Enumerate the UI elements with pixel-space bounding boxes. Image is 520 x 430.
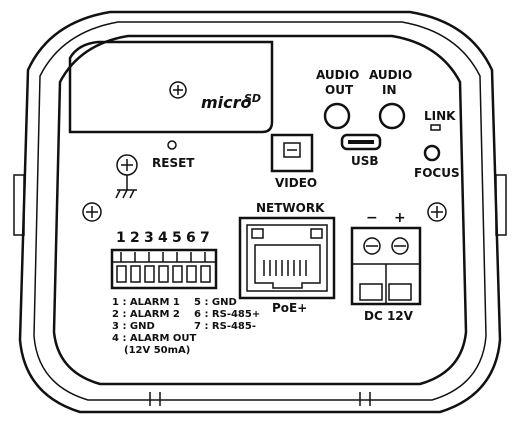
dc-minus-label: − — [366, 210, 378, 226]
alarm-terminal-slots — [112, 252, 216, 283]
link-led — [430, 124, 441, 131]
audio-in-label-line2: IN — [382, 83, 397, 97]
poe-label: PoE+ — [272, 301, 307, 315]
bottom-ribs — [149, 392, 371, 406]
network-led-right — [310, 228, 323, 239]
video-port[interactable] — [270, 133, 314, 173]
pin-numbers: 1 2 3 4 5 6 7 — [116, 230, 210, 246]
pin-number: 3 — [144, 230, 154, 246]
pin-number: 6 — [186, 230, 196, 246]
alarm-terminal-block[interactable] — [110, 248, 218, 290]
network-port-frame — [246, 224, 328, 292]
usb-label: USB — [351, 154, 379, 168]
pin-number: 2 — [130, 230, 140, 246]
legend-line: 5 : GND — [194, 297, 237, 308]
pin-legend-right: 5 : GND 6 : RS-485+ 7 : RS-485- — [194, 297, 260, 332]
ground-icon — [115, 154, 138, 199]
dc-terminal-screws — [352, 237, 420, 304]
pin-number: 7 — [200, 230, 210, 246]
micro-sd-cover[interactable] — [68, 40, 274, 134]
dc-plus-label: + — [394, 210, 406, 226]
side-tab-right — [495, 174, 507, 236]
audio-out-label-line1: AUDIO — [316, 68, 359, 82]
video-port-inner — [283, 142, 301, 158]
sd-cover-screw-icon — [169, 81, 187, 99]
audio-out-jack[interactable] — [323, 102, 351, 130]
housing-inner — [52, 34, 468, 386]
pin-number: 4 — [158, 230, 168, 246]
side-tab-left — [13, 174, 25, 236]
micro-sd-logo: micro SD — [201, 92, 261, 112]
legend-line: 2 : ALARM 2 — [112, 309, 180, 320]
pin-legend-left: 1 : ALARM 1 2 : ALARM 2 3 : GND 4 : ALAR… — [112, 297, 197, 356]
usb-port[interactable] — [340, 133, 382, 151]
audio-in-label-line1: AUDIO — [369, 68, 412, 82]
legend-line: 7 : RS-485- — [194, 321, 256, 332]
legend-line: 4 : ALARM OUT — [112, 333, 197, 344]
housing-middle — [33, 21, 487, 401]
network-led-left — [251, 228, 264, 239]
reset-label: RESET — [152, 156, 195, 170]
left-screw-icon — [82, 202, 102, 222]
right-screw-icon — [427, 202, 447, 222]
pin-number: 1 — [116, 230, 126, 246]
audio-out-label-line2: OUT — [325, 83, 354, 97]
audio-in-jack[interactable] — [378, 102, 406, 130]
micro-sd-logo-micro: micro — [201, 93, 252, 112]
network-jack-opening — [254, 244, 321, 289]
micro-sd-logo-sd: SD — [244, 92, 261, 105]
network-port[interactable] — [238, 216, 336, 300]
pin-number: 5 — [172, 230, 182, 246]
focus-label: FOCUS — [414, 166, 460, 180]
legend-line: (12V 50mA) — [124, 345, 190, 356]
legend-line: 1 : ALARM 1 — [112, 297, 180, 308]
reset-button[interactable] — [167, 140, 177, 150]
dc-label: DC 12V — [364, 309, 414, 323]
housing-outer — [18, 10, 502, 414]
link-label: LINK — [424, 109, 456, 123]
legend-line: 3 : GND — [112, 321, 155, 332]
network-jack-contacts — [263, 260, 307, 276]
focus-button[interactable] — [423, 144, 441, 162]
video-label: VIDEO — [275, 176, 317, 190]
usb-port-inner — [348, 140, 374, 144]
network-label: NETWORK — [256, 201, 325, 215]
legend-line: 6 : RS-485+ — [194, 309, 260, 320]
